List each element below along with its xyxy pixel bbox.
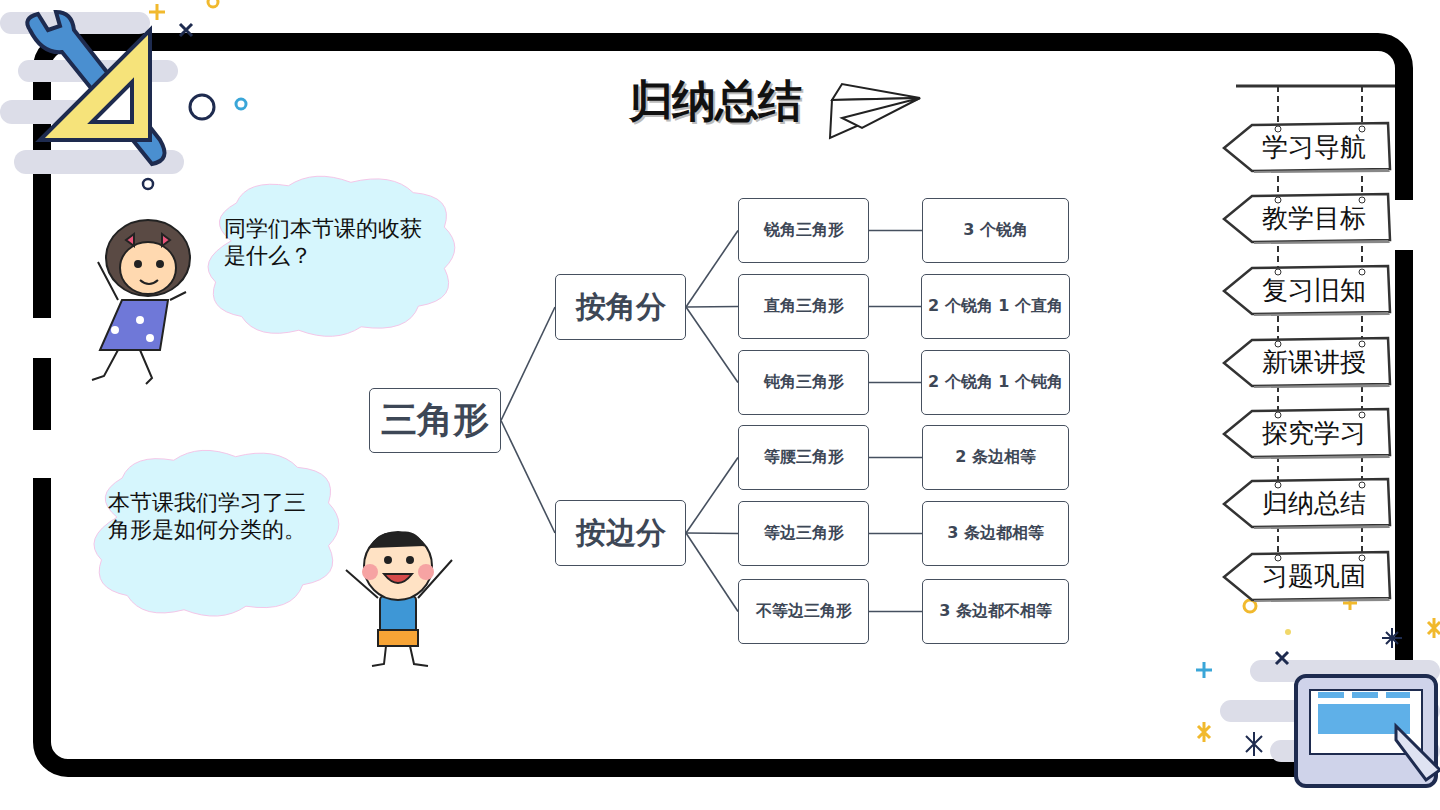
box-label: 等腰三角形 [764,447,844,468]
box-label: 等边三角形 [764,523,844,544]
boy-figure [346,532,452,666]
box-label: 不等边三角形 [756,601,852,622]
tree-branch [501,307,555,421]
nav-sign: 教学目标 [1222,192,1390,244]
frame-gap [1390,200,1420,250]
tree-branch [869,533,922,535]
nav-label: 新课讲授 [1262,336,1366,388]
box-label: 2 条边相等 [955,447,1036,468]
tree-branch [501,421,555,534]
category-box: 按边分 [555,500,686,566]
box-label: 3 个锐角 [963,220,1028,241]
nav-label: 归纳总结 [1262,477,1366,529]
box-label: 3 条边都相等 [947,523,1044,544]
frame [42,42,1404,768]
slide-title: 归纳总结 [560,72,870,131]
frame-gap [28,430,58,478]
nav-label: 探究学习 [1262,407,1366,459]
category-box: 钝角三角形 [738,350,869,415]
category-box: 直角三角形 [738,274,869,339]
nav-sign: 学习导航 [1222,121,1390,173]
category-box: 锐角三角形 [738,198,869,263]
tree-branch [686,231,738,308]
speech-cloud: 本节课我们学习了三 角形是如何分类的。 [86,446,344,624]
girl-figure [92,220,190,384]
nav-sign: 新课讲授 [1222,336,1390,388]
paper-plane-icon [830,84,920,138]
box-label: 钝角三角形 [764,372,844,393]
tree-branch [869,457,922,459]
tree-branch [869,306,921,308]
box-label: 3 条边都不相等 [939,601,1052,622]
nav-label: 习题巩固 [1262,550,1366,602]
nav-sign: 归纳总结 [1222,477,1390,529]
tree-branch [869,230,922,232]
tree-branch [686,306,738,308]
category-box: 3 条边都相等 [922,501,1069,566]
nav-sign: 复习旧知 [1222,264,1390,316]
tree-branch [869,611,922,613]
speech-text: 本节课我们学习了三 角形是如何分类的。 [108,490,324,544]
nav-label: 复习旧知 [1262,264,1366,316]
box-label: 三角形 [381,396,489,445]
tree-branch [686,532,738,534]
category-box: 不等边三角形 [738,579,869,644]
box-label: 2 个锐角 1 个直角 [928,296,1063,317]
tree-branch [686,458,738,534]
category-box: 等腰三角形 [738,425,869,490]
nav-label: 教学目标 [1262,192,1366,244]
category-box: 3 条边都不相等 [922,579,1069,644]
frame-gap [28,318,58,358]
nav-sign: 习题巩固 [1222,550,1390,602]
box-label: 2 个锐角 1 个钝角 [928,372,1063,393]
tree-branch [686,533,738,612]
category-box: 按角分 [555,274,686,340]
category-box: 2 个锐角 1 个直角 [921,274,1070,339]
nav-sign: 探究学习 [1222,407,1390,459]
box-label: 按边分 [576,513,666,554]
nav-label: 学习导航 [1262,121,1366,173]
box-label: 按角分 [576,287,666,328]
category-box: 3 个锐角 [922,198,1069,263]
tree-branch [869,382,921,384]
category-box: 2 条边相等 [922,425,1069,490]
category-box: 三角形 [369,388,501,453]
tree-branch [686,307,738,383]
category-box: 2 个锐角 1 个钝角 [921,350,1070,415]
box-label: 直角三角形 [764,296,844,317]
tools-icon [0,0,246,189]
speech-cloud: 同学们本节课的收获 是什么？ [200,172,460,344]
category-box: 等边三角形 [738,501,869,566]
speech-text: 同学们本节课的收获 是什么？ [224,216,440,270]
computer-icon [1196,596,1440,786]
box-label: 锐角三角形 [764,220,844,241]
